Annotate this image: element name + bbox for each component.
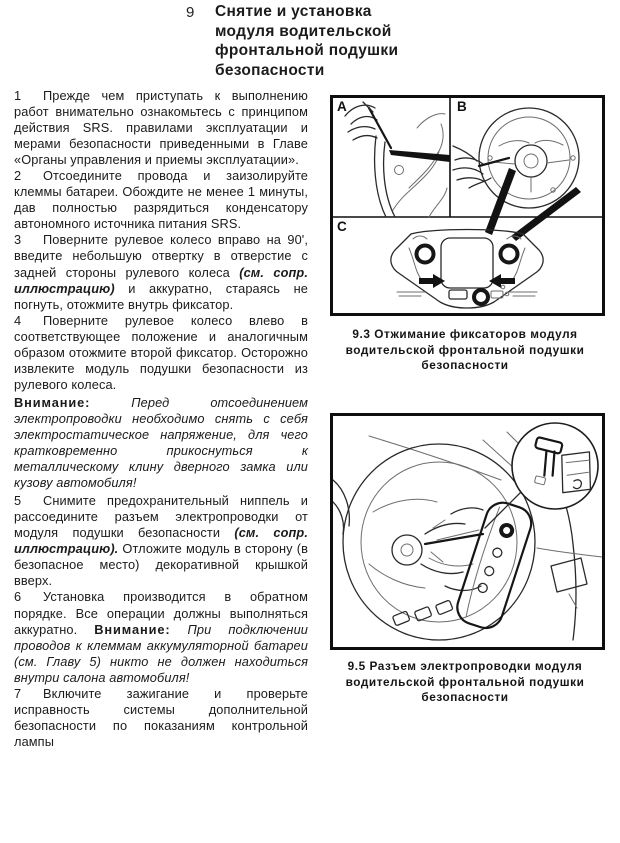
section-number: 9 (186, 4, 195, 21)
step-number: 7 (14, 685, 22, 701)
warning-text-inline: При подключении проводов к клеммам аккум… (14, 621, 308, 685)
figure-9-5-image (330, 413, 605, 650)
step-number: 3 (14, 232, 22, 248)
panel-label-a: A (337, 99, 347, 114)
figure-9-3-image: A B C (330, 95, 605, 316)
step-number: 6 (14, 589, 22, 605)
panel-label-c: C (337, 219, 347, 234)
panel-label-b: B (457, 99, 467, 114)
step-text: Включите зажигание и проверьте исправнос… (14, 685, 308, 749)
airbag-connector-illustration (333, 422, 602, 641)
illustration-reference: (см. сопр. иллюстрацию) (14, 264, 308, 296)
warning-label: Внимание: (14, 394, 91, 410)
step-number: 1 (14, 88, 22, 103)
warning-note: Внимание: Перед отсоединением электропро… (14, 395, 308, 491)
step-number: 2 (14, 168, 22, 184)
step-text: Поверните рулевое колесо влево в соответ… (14, 312, 308, 392)
step-text: и аккуратно, стараясь не погнуть, отожми… (14, 280, 308, 312)
step-text: Поверните рулевое колесо вправо на 90', … (14, 232, 308, 280)
airbag-release-illustration (333, 98, 602, 309)
step-number: 4 (14, 312, 22, 328)
step-text: Прежде чем приступать к выполнению работ… (14, 88, 308, 168)
illustration-reference: (см. сопр. иллюстрацию). (14, 525, 308, 557)
step-text: Отсоедините провода и заизолируйте клемм… (14, 168, 308, 232)
warning-label-inline: Внимание: (94, 621, 171, 637)
step-text: Отложите модуль в сторону (в безопасное … (14, 541, 308, 589)
figure-9-5-caption: 9.5 Разъем электропроводки модуля водите… (345, 659, 585, 704)
figure-9-3-caption: 9.3 Отжимание фиксаторов модуля водитель… (345, 327, 585, 372)
section-title-line: Снятие и установка (215, 3, 372, 20)
warning-text: Перед отсоединением электропроводки необ… (14, 394, 308, 491)
step-text: Снимите предохранительный ниппель и расс… (14, 493, 308, 541)
step-text: Установка производится в обратном порядк… (14, 589, 308, 637)
step-number: 5 (14, 493, 22, 509)
section-title-line: фронтальной подушки (215, 42, 399, 59)
section-title: Снятие и установка модуля водительской ф… (215, 2, 445, 80)
section-title-line: безопасности (215, 61, 325, 79)
section-title-line: модуля водительской (215, 22, 392, 40)
